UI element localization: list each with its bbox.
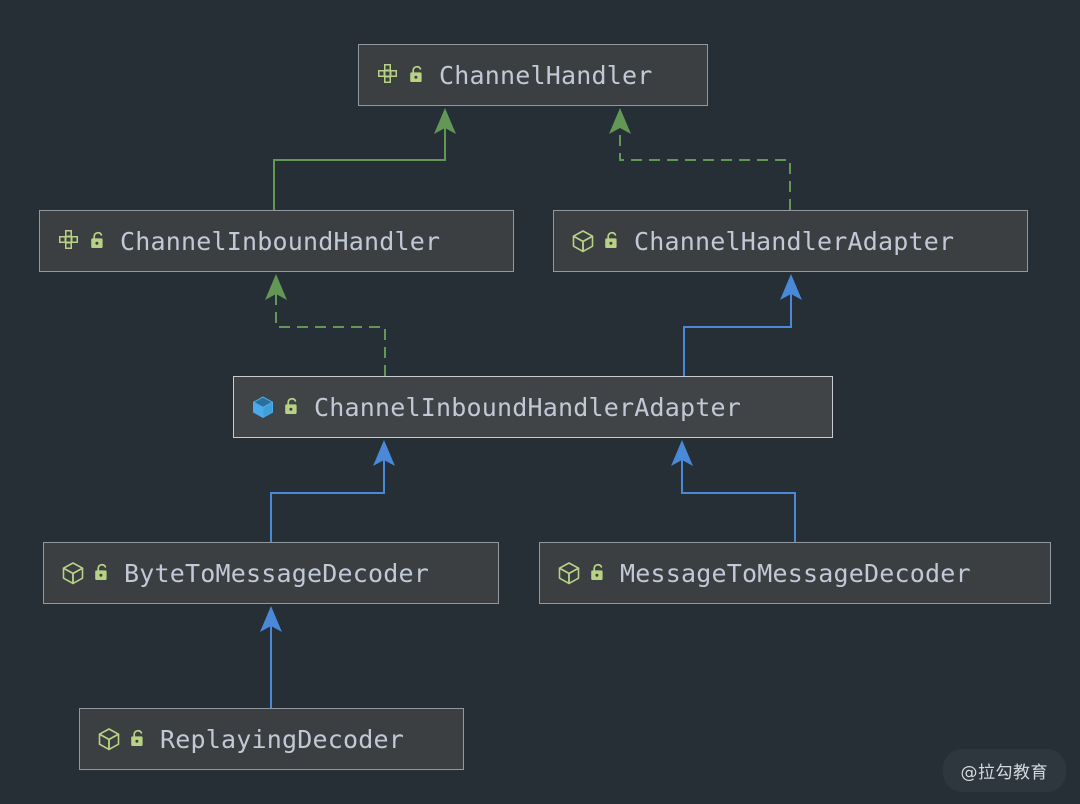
class-icon-highlighted [253, 396, 273, 418]
node-label: ByteToMessageDecoder [124, 558, 430, 588]
node-label: ChannelInboundHandler [120, 226, 441, 256]
node-channel-handler[interactable]: ChannelHandler [358, 44, 708, 106]
edge-implements [265, 274, 386, 376]
arrowhead [671, 440, 693, 466]
node-icons [56, 228, 120, 254]
node-message-to-message-decoder[interactable]: MessageToMessageDecoder [539, 542, 1051, 604]
arrowhead [260, 606, 282, 632]
unlock-icon [131, 729, 143, 746]
unlock-icon [91, 231, 103, 248]
class-icon [572, 230, 594, 253]
node-label: MessageToMessageDecoder [620, 558, 971, 588]
node-replaying-decoder[interactable]: ReplayingDecoder [79, 708, 464, 770]
arrowhead [609, 108, 631, 134]
node-byte-to-message-decoder[interactable]: ByteToMessageDecoder [43, 542, 499, 604]
class-icon [98, 728, 120, 751]
watermark: @拉勾教育 [942, 749, 1066, 792]
interface-icon [59, 230, 78, 249]
node-label: ReplayingDecoder [160, 724, 405, 754]
node-channel-inbound-handler-adapter[interactable]: ChannelInboundHandlerAdapter [233, 376, 833, 438]
node-icons [556, 560, 620, 586]
arrowhead [373, 440, 395, 466]
edge-extends [260, 606, 282, 708]
class-icon [558, 562, 580, 585]
node-channel-inbound-handler[interactable]: ChannelInboundHandler [39, 210, 514, 272]
interface-icon [378, 64, 397, 83]
node-channel-handler-adapter[interactable]: ChannelHandlerAdapter [553, 210, 1028, 272]
node-icons [570, 228, 634, 254]
node-icons [375, 62, 439, 88]
node-icons [96, 726, 160, 752]
edge-implements [609, 108, 791, 210]
node-icons [60, 560, 124, 586]
edge-extends [683, 274, 802, 376]
arrowhead [780, 274, 802, 300]
unlock-icon [95, 563, 107, 580]
edge-extends [671, 440, 796, 542]
edge-extends [270, 440, 395, 542]
node-label: ChannelHandlerAdapter [634, 226, 955, 256]
unlock-icon [605, 231, 617, 248]
node-label: ChannelHandler [439, 60, 653, 90]
node-icons [250, 394, 314, 420]
class-icon [62, 562, 84, 585]
unlock-icon [285, 397, 297, 414]
unlock-icon [410, 65, 422, 82]
unlock-icon [591, 563, 603, 580]
arrowhead [434, 108, 456, 134]
edge-extends [273, 108, 456, 210]
node-label: ChannelInboundHandlerAdapter [314, 392, 742, 422]
arrowhead [265, 274, 287, 300]
